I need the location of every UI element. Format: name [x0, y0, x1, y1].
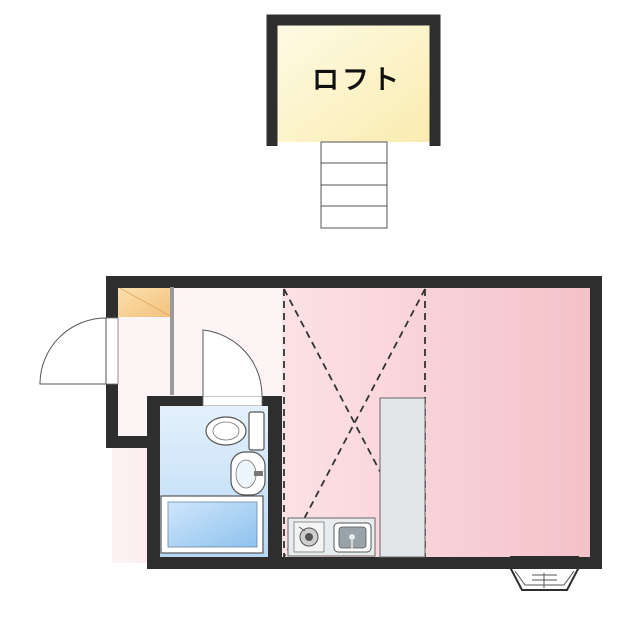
exterior-walls	[106, 276, 602, 569]
loft-floor	[272, 20, 435, 142]
loft-walls	[266, 14, 441, 146]
kitchen-counter	[379, 397, 426, 558]
sink-icon	[333, 522, 372, 553]
entrance-door-icon	[39, 317, 119, 385]
bay-window-icon	[510, 556, 579, 591]
toilet-icon	[205, 411, 265, 451]
bath-door-icon	[202, 329, 263, 407]
bathroom	[160, 406, 268, 557]
loft-label: ロフト	[312, 65, 402, 96]
bathtub-icon	[160, 495, 264, 554]
stairs-icon	[320, 141, 388, 229]
washbasin-icon	[230, 451, 266, 496]
loft-area: ロフト	[266, 14, 441, 146]
kitchen	[287, 397, 426, 558]
stove-icon	[293, 521, 325, 553]
